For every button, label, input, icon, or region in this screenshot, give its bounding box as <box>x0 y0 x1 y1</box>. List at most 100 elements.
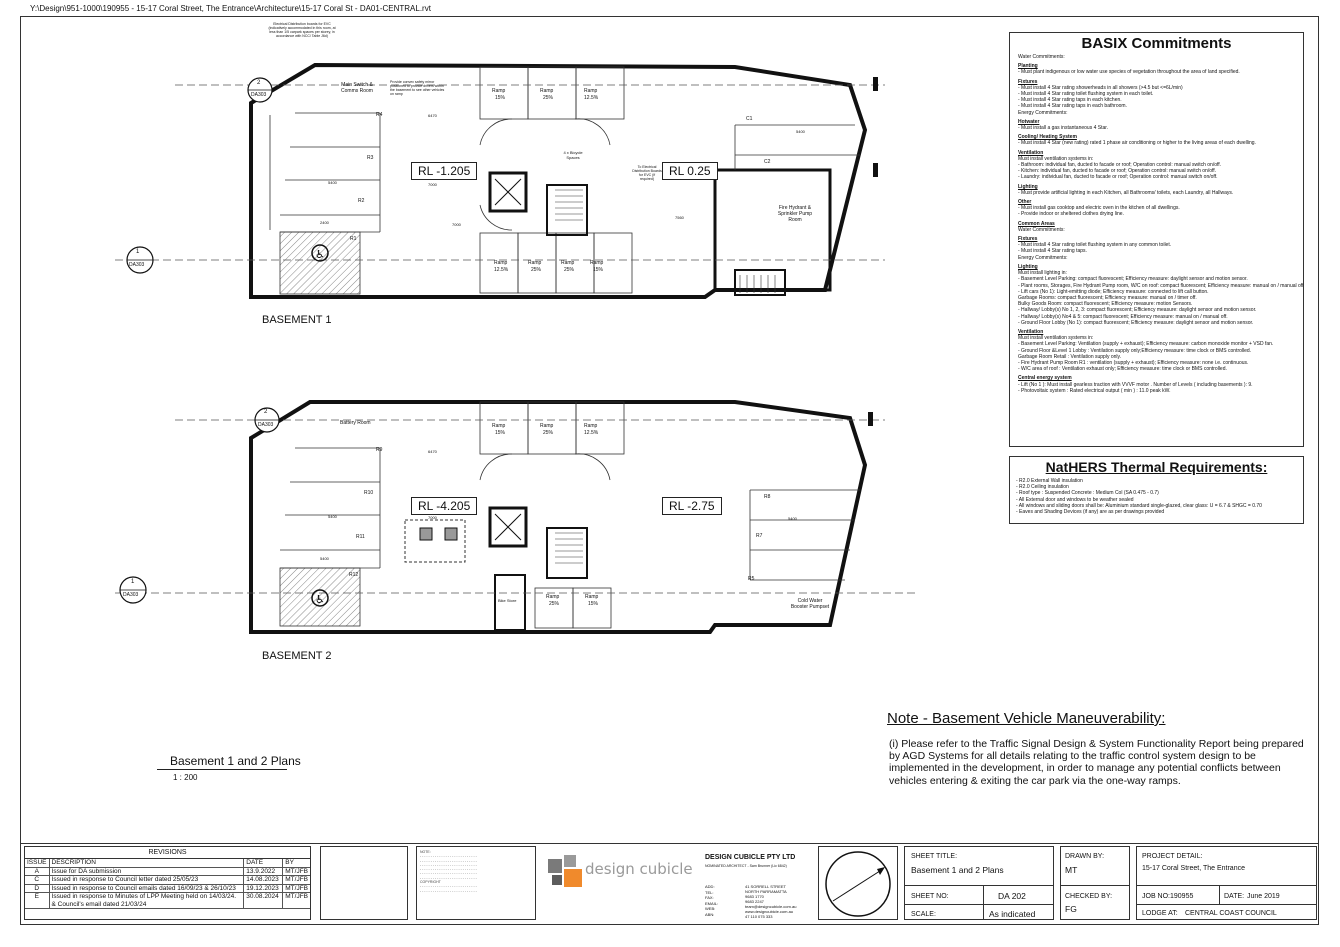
rev-by: MT/JFB <box>282 892 310 909</box>
basix-line: - Basement Level Parking: compact fluore… <box>1018 276 1248 283</box>
b2-ramp-grade-bottom-2: 15% <box>588 601 599 607</box>
date-value: June 2019 <box>1247 893 1280 900</box>
checked-by-label: CHECKED BY: <box>1065 893 1113 900</box>
rev-description: Issued in response to Council emails dat… <box>49 884 244 893</box>
b1-rl-left: RL -1.205 <box>411 162 478 180</box>
basix-line: Garbage Room Retail : Ventilation supply… <box>1018 353 1122 360</box>
date-label: DATE: <box>1224 893 1245 900</box>
table-row: E Issued in response to Minutes of LPP M… <box>25 892 310 909</box>
b1-ramp-bottom-2: Ramp <box>528 260 542 266</box>
note-body: (i) Please refer to the Traffic Signal D… <box>889 738 1304 787</box>
b1-ramp-bottom-4: Ramp <box>590 260 604 266</box>
logo-icon <box>548 855 582 887</box>
revisions-table: REVISIONS ISSUE DESCRIPTION DATE BY A Is… <box>24 846 311 920</box>
contact-label: FAX: <box>705 895 714 900</box>
basix-section-heading: Cooling/ Heating System <box>1018 134 1077 141</box>
rev-description: Issue for DA submission <box>49 867 244 876</box>
b1-section-ref-top: DA303 <box>251 92 267 98</box>
lodge-label: LODGE AT: <box>1142 910 1178 917</box>
contact-label: EMAIL: <box>705 900 719 906</box>
b2-bike-store: Bike Store <box>498 598 517 603</box>
rev-by: MT/JFB <box>282 867 310 876</box>
company-contact-values: 41 SORRELL STREET NORTH PARRAMATTA 9683 … <box>745 884 796 919</box>
b2-space-r7: R7 <box>756 533 763 539</box>
contact-label: WEB: <box>705 906 716 911</box>
lodge-value: CENTRAL COAST COUNCIL <box>1185 910 1277 917</box>
contact-label: TEL: <box>705 889 714 895</box>
b2-ramp-grade-bottom-1: 25% <box>549 601 560 607</box>
b2-ramp-1: Ramp <box>492 423 506 429</box>
b1-dim-1: 5400 <box>328 180 337 185</box>
rev-date: 13.9.2022 <box>243 867 283 876</box>
nathers-line: - All windows and sliding doors shall be… <box>1016 502 1262 509</box>
b1-evc: To Electrical Distribution Boards for EV… <box>632 165 662 181</box>
basix-line: - Must install 4 Star rating taps. <box>1018 248 1087 255</box>
basement-1-label: BASEMENT 1 <box>262 314 332 326</box>
basix-line: - Must install 4 Star rating taps in eac… <box>1018 97 1122 104</box>
evc-note: Electrical Distribution boards for EVC (… <box>268 22 336 38</box>
sheet-title-label: SHEET TITLE: <box>911 853 958 860</box>
b1-rl-right: RL 0.25 <box>662 162 718 180</box>
rev-by: MT/JFB <box>282 884 310 893</box>
b2-space-r12: R12 <box>349 572 359 578</box>
contact-value: 9683 2247 <box>745 899 764 904</box>
basix-line: - Basement Level Parking: Ventilation (s… <box>1018 341 1274 348</box>
contact-label: ADD: <box>705 884 715 889</box>
view-title: Basement 1 and 2 Plans <box>170 754 301 768</box>
svg-text:♿: ♿ <box>315 593 325 606</box>
job-no: 190955 <box>1170 893 1194 900</box>
table-row: A Issue for DA submission 13.9.2022 MT/J… <box>25 867 310 876</box>
rev-date: 14.08.2023 <box>243 875 283 885</box>
basement-2-plan: ♿ <box>115 400 915 634</box>
b1-ramp-bottom-3: Ramp <box>561 260 575 266</box>
basix-line: - Lift cars (No 1): Light-emitting diode… <box>1018 288 1209 295</box>
contact-value: 9683 1770 <box>745 894 764 899</box>
b1-mirror-note: Provide convex safety mirror positioned … <box>390 80 445 96</box>
b1-dim-3: 7000 <box>452 222 461 227</box>
basix-line: - Must install 4 Star (new rating) rated… <box>1018 140 1256 147</box>
b2-ramp-grade-1: 15% <box>495 430 506 436</box>
basix-line: - Must install gas cooktop and electric … <box>1018 205 1180 212</box>
drawn-by: MT <box>1065 865 1078 875</box>
north-arrow-icon <box>825 851 891 917</box>
b2-section-ref-top: DA303 <box>258 422 274 428</box>
basix-line: - Must plant indigenous or low water use… <box>1018 69 1240 76</box>
checked-by: FG <box>1065 904 1077 914</box>
rev-col-date: DATE <box>243 859 283 868</box>
logo-text: design cubicle <box>585 860 693 878</box>
nathers-title: NatHERS Thermal Requirements: <box>1045 459 1268 475</box>
b2-ramp-grade-2: 25% <box>543 430 554 436</box>
b1-ramp-grade-bottom-1: 12.5% <box>494 267 509 273</box>
basix-line: - W/C area of roof : Ventilation exhaust… <box>1018 366 1227 373</box>
nathers-line: - All External door and windows to be we… <box>1016 496 1134 503</box>
b1-ramp-grade-bottom-2: 25% <box>531 267 542 273</box>
sheet-title: Basement 1 and 2 Plans <box>911 865 1004 875</box>
b1-dim-6: 7000 <box>428 182 437 187</box>
scale-label: SCALE: <box>911 911 936 918</box>
b1-space-r2: R2 <box>358 198 365 204</box>
b1-dim-2: 2400 <box>320 220 329 225</box>
b1-dim-4: 6470 <box>428 113 437 118</box>
contact-value: www.designcubicle.com.au <box>745 909 794 914</box>
sheet-no: DA 202 <box>998 891 1026 901</box>
rev-issue: D <box>25 884 50 893</box>
b2-space-r11: R11 <box>356 534 365 540</box>
nathers-line: - R2.0 External Wall insulation <box>1016 478 1083 484</box>
basix-line: - Hallway/ Lobby(s) No 1, 2, 3: compact … <box>1018 307 1257 314</box>
b1-space-r4: R4 <box>376 112 383 118</box>
basix-line: Garbage Rooms: compact fluorescent; Effi… <box>1018 294 1197 301</box>
nathers-line: - Eaves and Shading Devices (if any) are… <box>1016 509 1165 516</box>
basix-line: - Must install 4 Star rating showerheads… <box>1018 84 1183 91</box>
b2-rl-left: RL -4.205 <box>411 497 478 515</box>
basix-line: - Provide indoor or sheltered clothes dr… <box>1018 211 1124 218</box>
rev-description: Issued in response to Council letter dat… <box>49 875 244 885</box>
view-scale: 1 : 200 <box>173 773 198 782</box>
project-detail-box: PROJECT DETAIL: 15-17 Coral Street, The … <box>1136 846 1317 920</box>
b1-space-c1: C1 <box>746 116 753 122</box>
b1-pump-room: Fire Hydrant & Sprinkler Pump Room <box>777 205 813 223</box>
title-block-divider <box>20 843 1319 844</box>
b1-ramp-grade-1: 15% <box>495 95 506 101</box>
rev-issue: E <box>25 892 50 909</box>
b2-section-ref-left: DA303 <box>123 592 139 598</box>
b2-dim-3: 5400 <box>320 556 329 561</box>
